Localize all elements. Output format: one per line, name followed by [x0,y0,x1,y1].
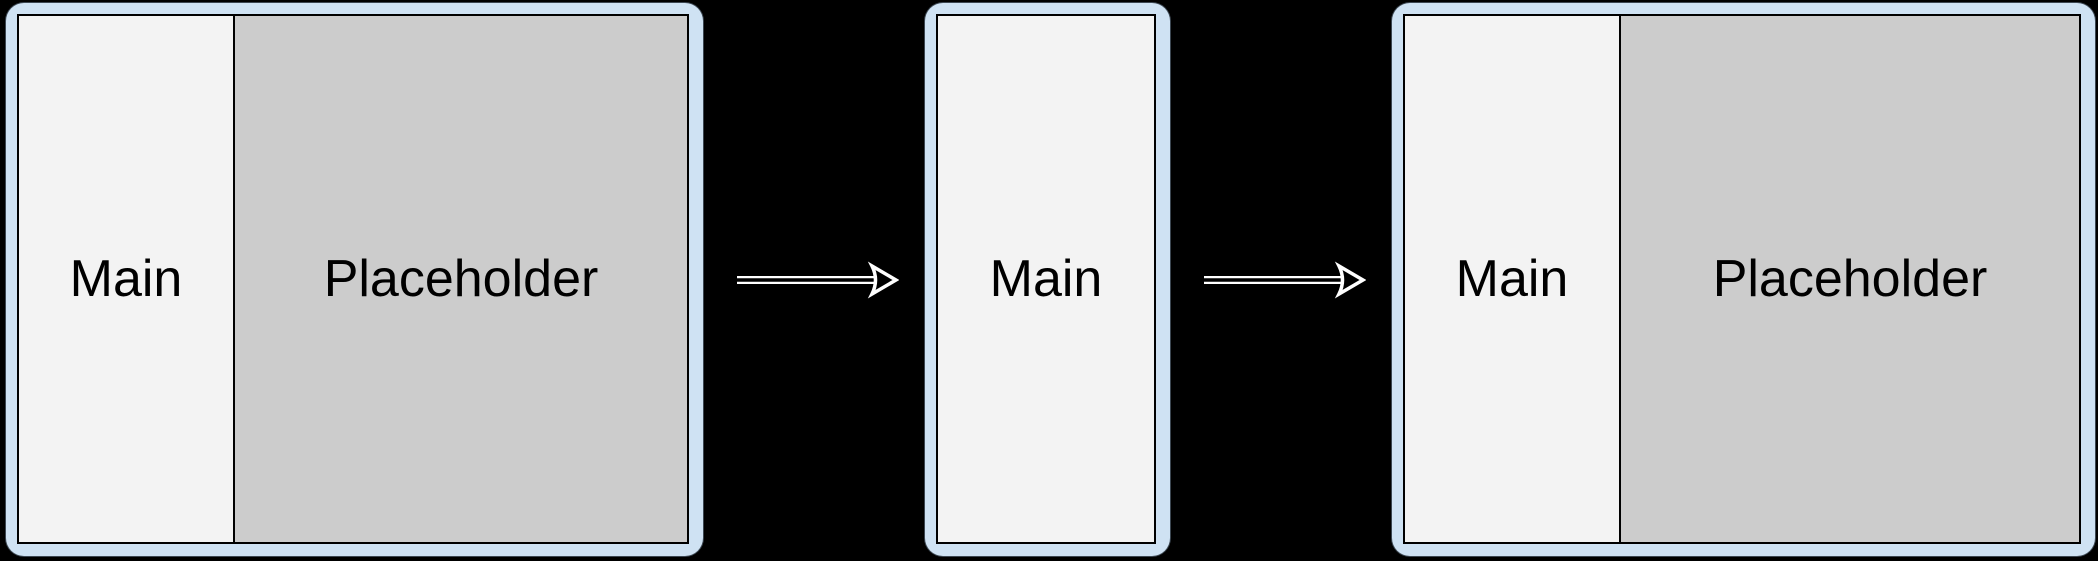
panel-collapsed-layout: Main [925,3,1170,556]
panel-right-layout: Main Placeholder [1392,3,2095,556]
flow-arrow-right-icon [1204,261,1366,299]
placeholder-label: Placeholder [323,250,599,308]
section-main: Main [1405,16,1619,542]
main-label: Main [69,250,183,308]
placeholder-label: Placeholder [1712,250,1988,308]
section-main: Main [19,16,233,542]
panel-left-layout: Main Placeholder [6,3,703,556]
section-placeholder: Placeholder [1619,16,2079,542]
main-label: Main [989,250,1103,308]
panel-right-inner: Main Placeholder [1403,14,2081,544]
flow-arrow-right-icon [737,261,899,299]
section-main: Main [938,16,1154,542]
panel-left-inner: Main Placeholder [17,14,689,544]
main-label: Main [1455,250,1569,308]
panel-middle-inner: Main [936,14,1156,544]
section-placeholder: Placeholder [233,16,687,542]
